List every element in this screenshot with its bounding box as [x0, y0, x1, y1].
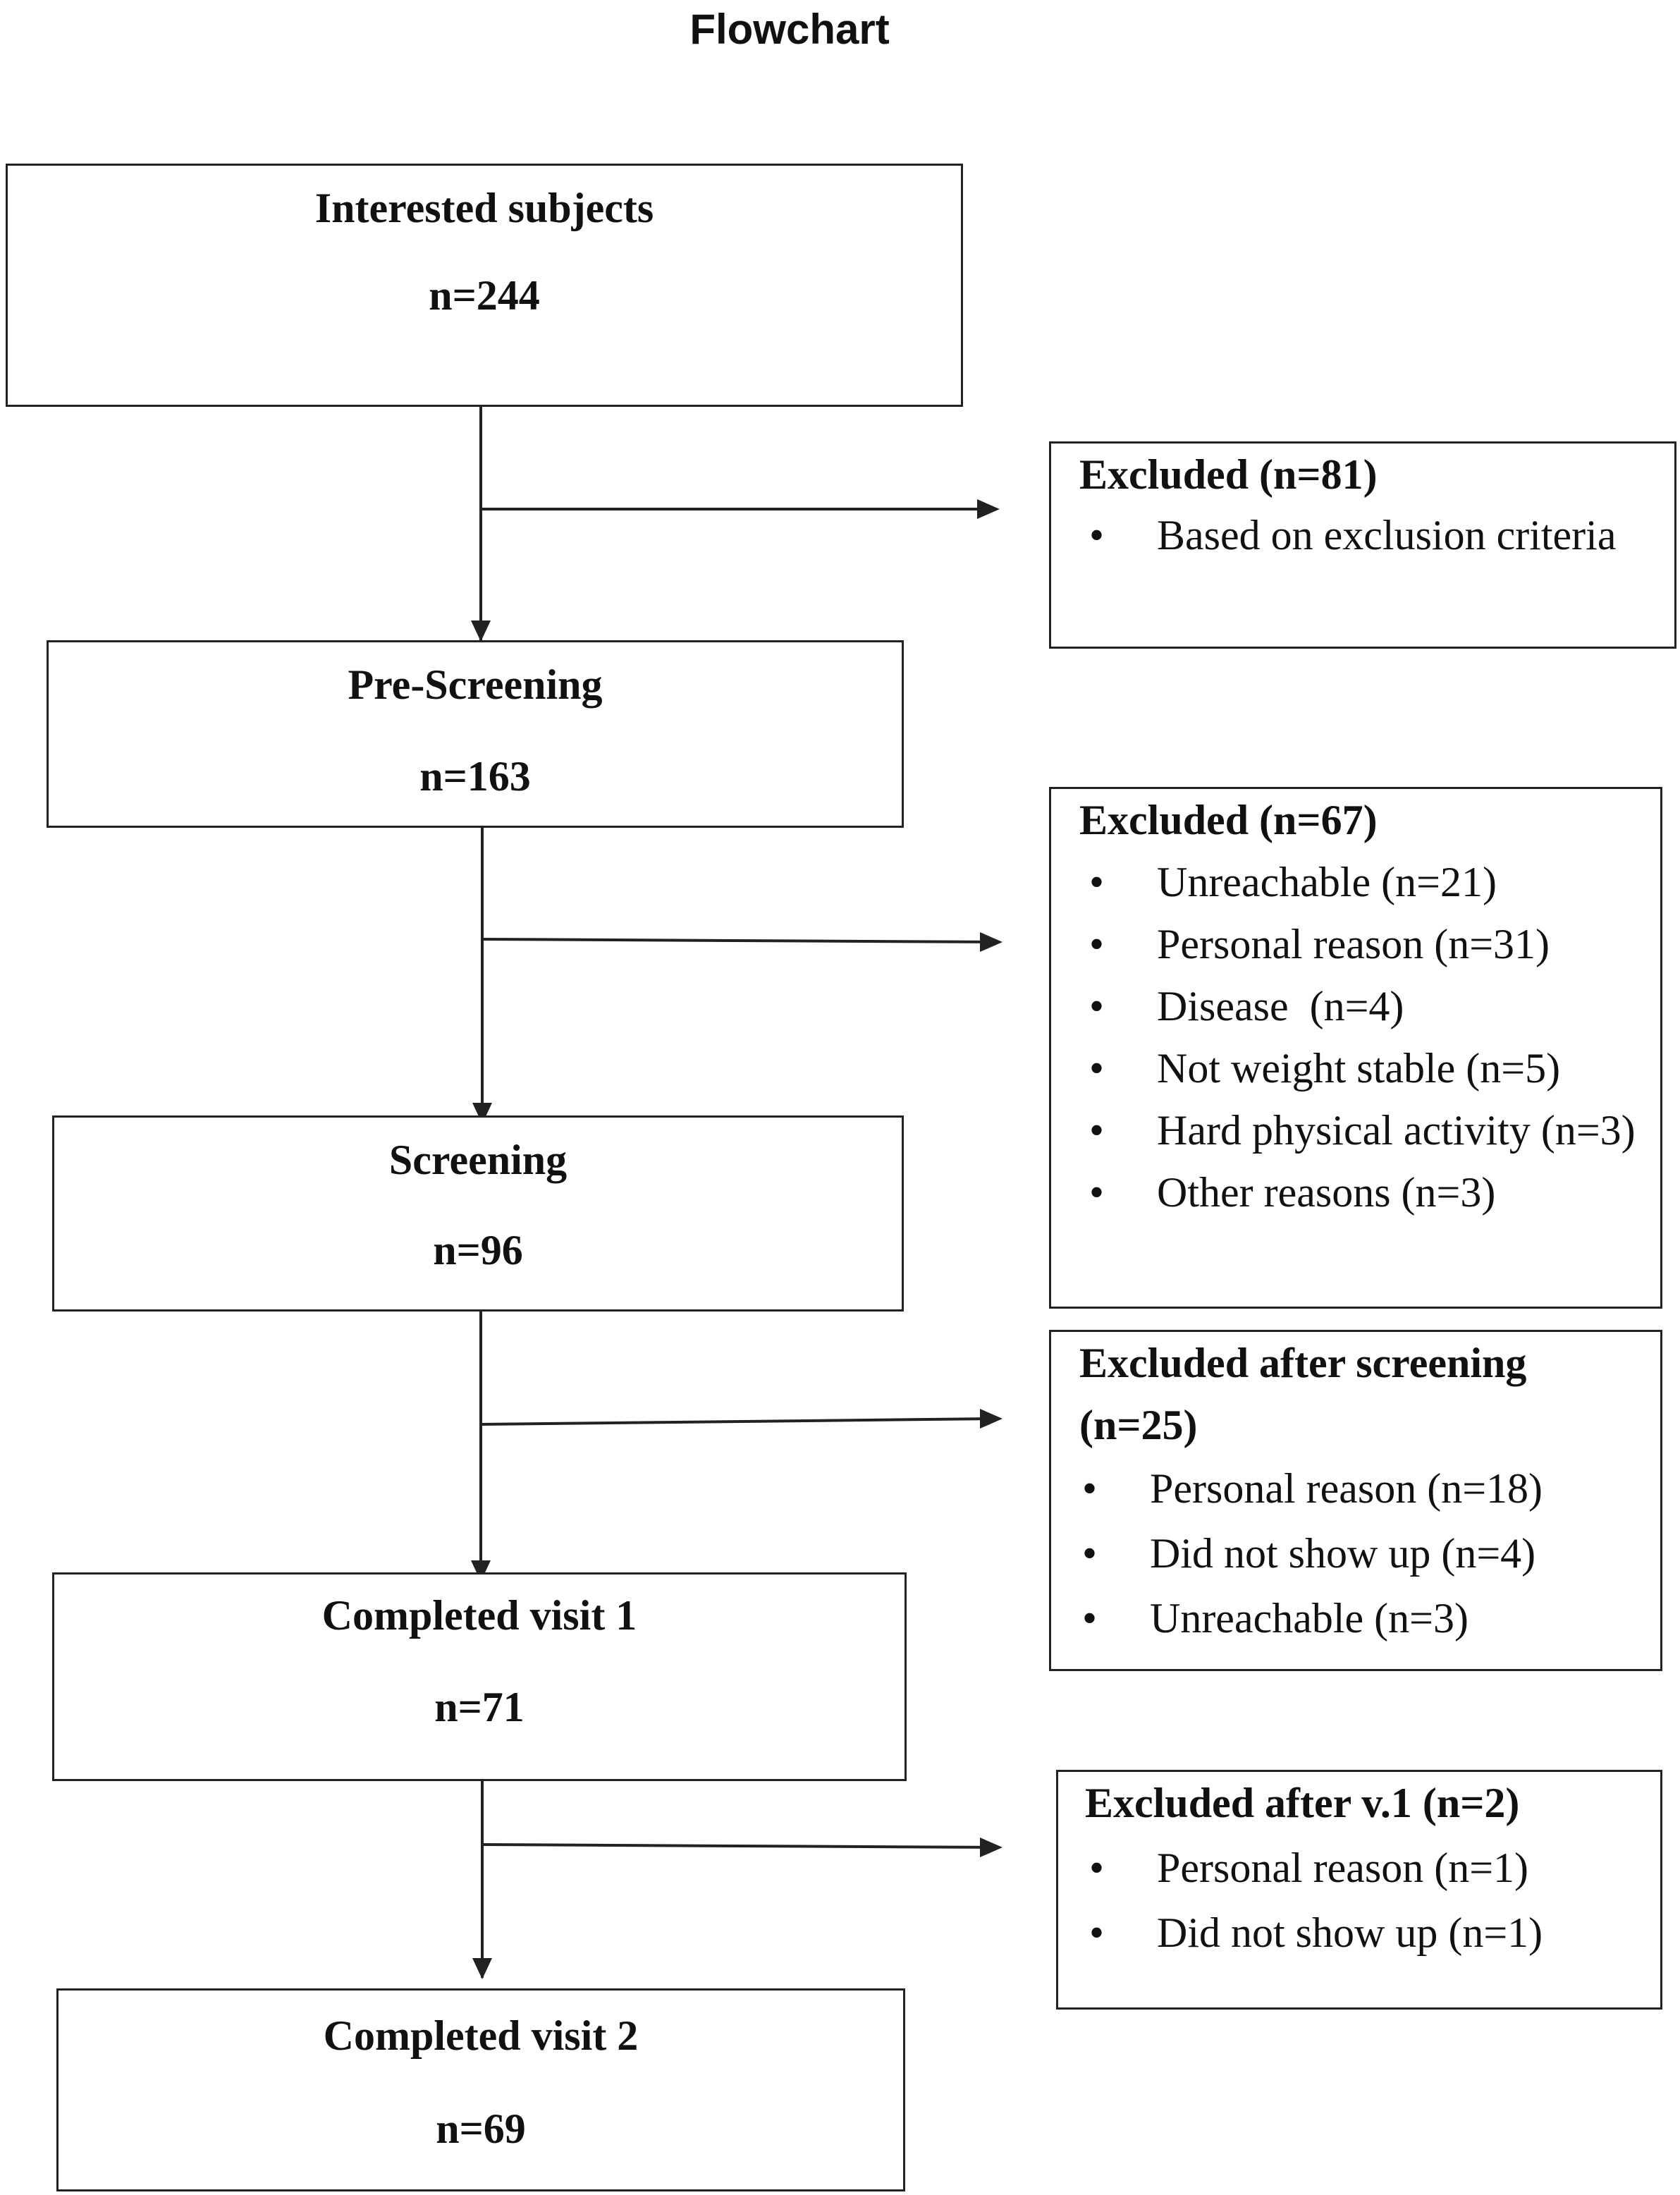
flowchart-title: Flowchart	[689, 6, 890, 53]
step-box-screening: Screening n=96	[52, 1115, 904, 1312]
exclusion-item-text: Other reasons (n=3)	[1157, 1169, 1496, 1216]
step-label: Interested subjects	[314, 185, 654, 231]
exclusion-list: • Based on exclusion criteria	[1079, 506, 1643, 565]
list-item: • Unreachable (n=21)	[1079, 851, 1643, 913]
step-box-interested-subjects: Interested subjects n=244	[6, 164, 963, 407]
arrowhead-right-1	[977, 499, 1000, 519]
step-label: Screening	[388, 1137, 568, 1183]
arrow-right-2	[482, 938, 996, 943]
step-count: n=163	[419, 753, 531, 800]
bullet-icon: •	[1089, 1107, 1105, 1154]
step-label: Completed visit 1	[321, 1592, 637, 1639]
exclusion-item-text: Personal reason (n=31)	[1157, 921, 1550, 967]
exclusion-box-1: Excluded (n=81) • Based on exclusion cri…	[1049, 441, 1676, 649]
list-item: • Did not show up (n=1)	[1079, 1900, 1650, 1965]
exclusion-item-text: Unreachable (n=3)	[1150, 1595, 1469, 1641]
arrowhead-down-2	[472, 1103, 492, 1124]
bullet-icon: •	[1082, 1530, 1098, 1577]
list-item: • Not weight stable (n=5)	[1079, 1037, 1643, 1099]
bullet-icon: •	[1089, 1845, 1105, 1891]
exclusion-heading: Excluded after v.1 (n=2)	[1085, 1780, 1520, 1826]
exclusion-box-2: Excluded (n=67) • Unreachable (n=21) • P…	[1049, 787, 1662, 1309]
arrowhead-down-4	[472, 1958, 492, 1979]
list-item: • Unreachable (n=3)	[1072, 1586, 1650, 1651]
step-label: Pre-Screening	[348, 661, 603, 708]
list-item: • Disease (n=4)	[1079, 975, 1643, 1037]
bullet-icon: •	[1089, 512, 1105, 558]
exclusion-item-text: Hard physical activity (n=3)	[1157, 1107, 1636, 1154]
bullet-icon: •	[1089, 1909, 1105, 1956]
exclusion-box-4: Excluded after v.1 (n=2) • Personal reas…	[1056, 1770, 1662, 2010]
list-item: • Personal reason (n=18)	[1072, 1456, 1650, 1521]
exclusion-list: • Personal reason (n=1) • Did not show u…	[1079, 1835, 1650, 1965]
exclusion-box-3: Excluded after screening (n=25) • Person…	[1049, 1330, 1662, 1671]
list-item: • Other reasons (n=3)	[1079, 1161, 1643, 1223]
list-item: • Personal reason (n=1)	[1079, 1835, 1650, 1900]
step-count: n=96	[433, 1227, 523, 1273]
arrowhead-down-1	[471, 620, 491, 642]
list-item: • Based on exclusion criteria	[1079, 506, 1643, 565]
exclusion-item-text: Personal reason (n=1)	[1157, 1845, 1529, 1891]
bullet-icon: •	[1089, 1045, 1105, 1092]
step-label: Completed visit 2	[323, 2012, 639, 2059]
exclusion-item-text: Did not show up (n=1)	[1157, 1909, 1543, 1956]
arrow-right-4	[482, 1843, 996, 1849]
arrow-right-3	[482, 1417, 996, 1426]
step-box-pre-screening: Pre-Screening n=163	[47, 640, 904, 828]
step-box-completed-visit-1: Completed visit 1 n=71	[52, 1572, 907, 1781]
bullet-icon: •	[1089, 1169, 1105, 1216]
arrowhead-right-2	[980, 932, 1003, 952]
bullet-icon: •	[1089, 983, 1105, 1029]
exclusion-item-text: Based on exclusion criteria	[1157, 512, 1617, 558]
exclusion-item-text: Unreachable (n=21)	[1157, 859, 1497, 905]
exclusion-heading: Excluded (n=81)	[1079, 451, 1378, 498]
list-item: • Hard physical activity (n=3)	[1079, 1099, 1643, 1161]
arrowhead-down-3	[471, 1560, 491, 1582]
list-item: • Did not show up (n=4)	[1072, 1521, 1650, 1586]
exclusion-list: • Personal reason (n=18) • Did not show …	[1072, 1456, 1650, 1651]
list-item: • Personal reason (n=31)	[1079, 913, 1643, 975]
arrowhead-right-3	[980, 1409, 1003, 1429]
exclusion-heading: Excluded (n=67)	[1079, 797, 1378, 843]
exclusion-heading: Excluded after screening (n=25)	[1079, 1340, 1527, 1448]
step-box-completed-visit-2: Completed visit 2 n=69	[56, 1988, 905, 2191]
step-count: n=71	[434, 1684, 525, 1730]
bullet-icon: •	[1089, 921, 1105, 967]
bullet-icon: •	[1082, 1595, 1098, 1641]
exclusion-item-text: Did not show up (n=4)	[1150, 1530, 1536, 1577]
exclusion-list: • Unreachable (n=21) • Personal reason (…	[1079, 851, 1643, 1223]
exclusion-item-text: Personal reason (n=18)	[1150, 1465, 1543, 1512]
bullet-icon: •	[1082, 1465, 1098, 1512]
arrowhead-right-4	[980, 1838, 1003, 1857]
step-count: n=244	[429, 272, 540, 319]
step-count: n=69	[436, 2105, 526, 2152]
exclusion-item-text: Disease (n=4)	[1157, 983, 1404, 1029]
bullet-icon: •	[1089, 859, 1105, 905]
exclusion-item-text: Not weight stable (n=5)	[1157, 1045, 1561, 1092]
